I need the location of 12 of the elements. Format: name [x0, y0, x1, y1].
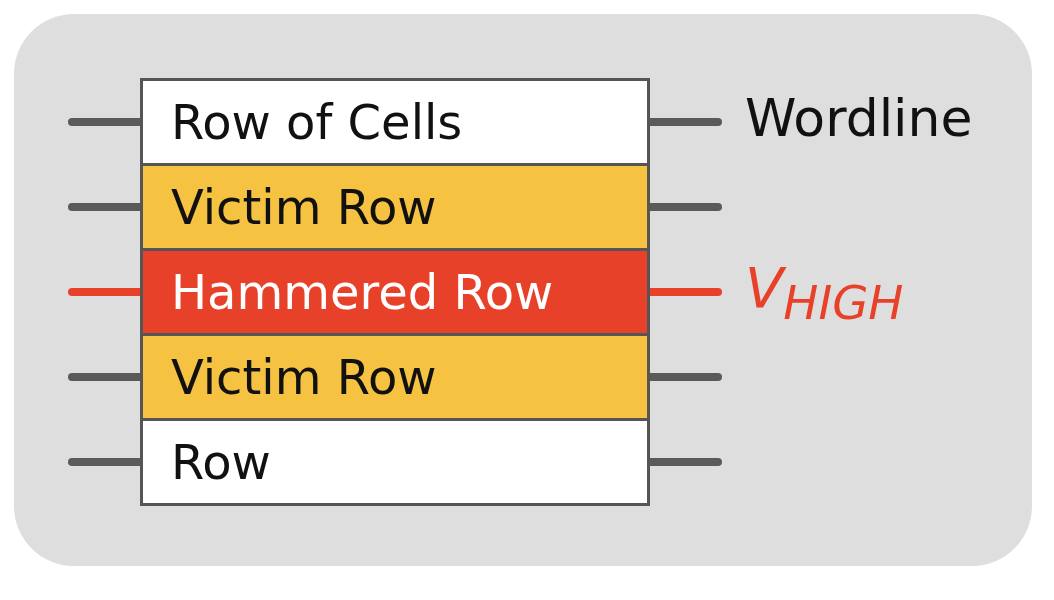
voltage-label: V$_{HIGH}$ — [745, 255, 904, 331]
victim-row-box — [140, 163, 650, 251]
wordline-label: Wordline — [745, 88, 973, 148]
victim-row-box — [140, 333, 650, 421]
row-box — [140, 418, 650, 506]
row-label: Row of Cells — [171, 94, 463, 150]
hammered-row-box — [140, 248, 650, 336]
row-label: Victim Row — [171, 179, 437, 235]
row-label: Row — [171, 434, 271, 490]
row-label: Victim Row — [171, 349, 437, 405]
row-box — [140, 78, 650, 166]
row-label: Hammered Row — [171, 264, 554, 320]
